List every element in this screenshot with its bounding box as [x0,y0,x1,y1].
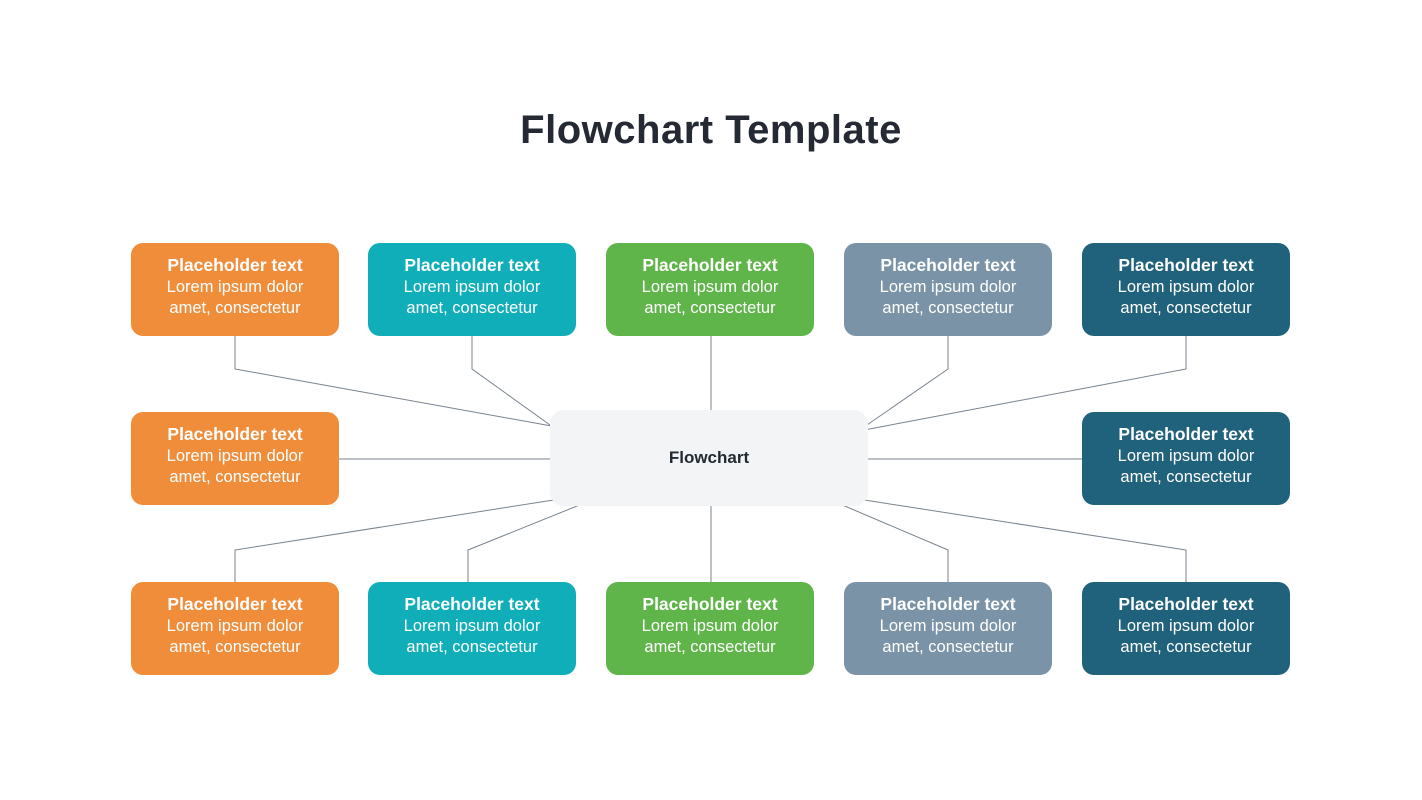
flow-node-top-4: Placeholder text Lorem ipsum dolor amet,… [844,243,1052,336]
node-title: Placeholder text [642,255,778,275]
flow-node-mid-right: Placeholder text Lorem ipsum dolor amet,… [1082,412,1290,505]
node-body-line: amet, consectetur [882,638,1014,656]
node-body-line: Lorem ipsum dolor [166,617,304,635]
connector-line [467,503,583,582]
node-title: Placeholder text [1118,255,1254,275]
flow-node-mid-left: Placeholder text Lorem ipsum dolor amet,… [131,412,339,505]
flow-node-bottom-4: Placeholder text Lorem ipsum dolor amet,… [844,582,1052,675]
node-title: Placeholder text [404,255,540,275]
node-title: Placeholder text [404,594,540,614]
node-body-line: Lorem ipsum dolor [403,617,541,635]
page-title: Flowchart Template [520,108,902,152]
node-title: Placeholder text [880,255,1016,275]
node-title: Placeholder text [167,594,303,614]
node-body-line: amet, consectetur [169,299,301,317]
node-body-line: Lorem ipsum dolor [641,617,779,635]
node-body-line: amet, consectetur [169,468,301,486]
node-body-line: Lorem ipsum dolor [879,278,1017,296]
node-title: Placeholder text [642,594,778,614]
flow-node-bottom-3: Placeholder text Lorem ipsum dolor amet,… [606,582,814,675]
center-node: Flowchart [550,410,868,506]
center-node-label: Flowchart [668,448,750,467]
flow-node-bottom-2: Placeholder text Lorem ipsum dolor amet,… [368,582,576,675]
connector-line [839,503,949,582]
node-title: Placeholder text [880,594,1016,614]
connector-line [863,336,949,428]
node-body-line: Lorem ipsum dolor [1117,278,1255,296]
node-title: Placeholder text [167,424,303,444]
flow-node-bottom-5: Placeholder text Lorem ipsum dolor amet,… [1082,582,1290,675]
node-body-line: Lorem ipsum dolor [879,617,1017,635]
node-body-line: Lorem ipsum dolor [403,278,541,296]
flow-node-top-1: Placeholder text Lorem ipsum dolor amet,… [131,243,339,336]
node-body-line: amet, consectetur [1120,638,1252,656]
node-body-line: Lorem ipsum dolor [166,278,304,296]
node-body-line: amet, consectetur [406,638,538,656]
flow-node-bottom-1: Placeholder text Lorem ipsum dolor amet,… [131,582,339,675]
node-body-line: amet, consectetur [169,638,301,656]
node-body-line: amet, consectetur [644,638,776,656]
node-body-line: amet, consectetur [882,299,1014,317]
flow-node-top-5: Placeholder text Lorem ipsum dolor amet,… [1082,243,1290,336]
node-body-line: amet, consectetur [644,299,776,317]
connector-line [863,336,1187,431]
flow-node-top-3: Placeholder text Lorem ipsum dolor amet,… [606,243,814,336]
node-title: Placeholder text [1118,424,1254,444]
node-title: Placeholder text [167,255,303,275]
node-body-line: amet, consectetur [406,299,538,317]
node-title: Placeholder text [1118,594,1254,614]
node-body-line: Lorem ipsum dolor [1117,447,1255,465]
connector-line [857,498,1187,582]
node-body-line: Lorem ipsum dolor [166,447,304,465]
node-body-line: Lorem ipsum dolor [1117,617,1255,635]
node-body-line: amet, consectetur [1120,299,1252,317]
node-body-line: amet, consectetur [1120,468,1252,486]
node-body-line: Lorem ipsum dolor [641,278,779,296]
connector-line [471,336,558,431]
connector-line [234,336,558,428]
flow-node-top-2: Placeholder text Lorem ipsum dolor amet,… [368,243,576,336]
connector-line [234,498,561,582]
